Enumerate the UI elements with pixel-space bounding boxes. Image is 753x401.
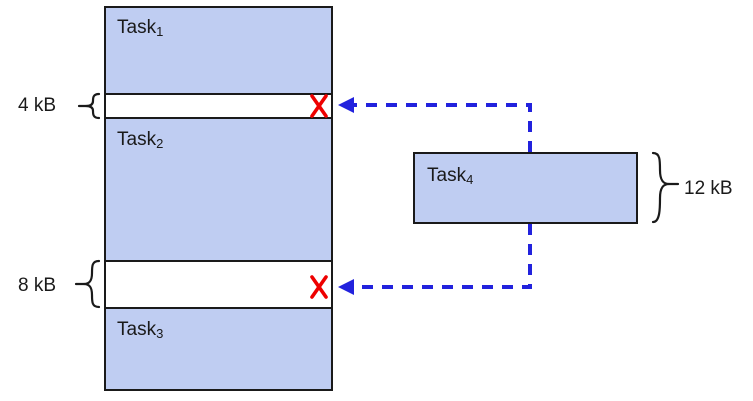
memory-segment-task1 xyxy=(104,6,333,95)
memory-segment-task2 xyxy=(104,117,333,262)
task3-label-subscript: 3 xyxy=(156,326,164,341)
task4-label-text: Task xyxy=(427,165,467,186)
task2-label-subscript: 2 xyxy=(156,136,164,151)
memory-segment-task3 xyxy=(104,307,333,391)
task1-label-text: Task xyxy=(117,17,157,38)
brace-12kb xyxy=(651,151,680,224)
task2-label-text: Task xyxy=(117,129,157,150)
size-label-4kb: 4 kB xyxy=(18,95,57,116)
memory-segment-task1-label: Task1 xyxy=(117,17,164,39)
task1-label-subscript: 1 xyxy=(156,24,164,39)
arrow-to-4kb-hole xyxy=(338,97,532,152)
size-label-12kb: 12 kB xyxy=(684,178,733,199)
memory-segment-task3-label: Task3 xyxy=(117,319,164,341)
task4-label-subscript: 4 xyxy=(466,172,474,187)
memory-segment-task2-label: Task2 xyxy=(117,129,164,151)
memory-free-hole-4kb xyxy=(104,93,333,119)
brace-4kb xyxy=(77,92,101,120)
brace-8kb xyxy=(74,259,101,309)
task3-label-text: Task xyxy=(117,319,157,340)
incoming-task4-box xyxy=(413,152,638,224)
size-label-8kb: 8 kB xyxy=(18,275,57,296)
arrow-to-8kb-hole xyxy=(338,224,532,295)
memory-free-hole-8kb xyxy=(104,260,333,309)
incoming-task4-label: Task4 xyxy=(427,165,474,187)
